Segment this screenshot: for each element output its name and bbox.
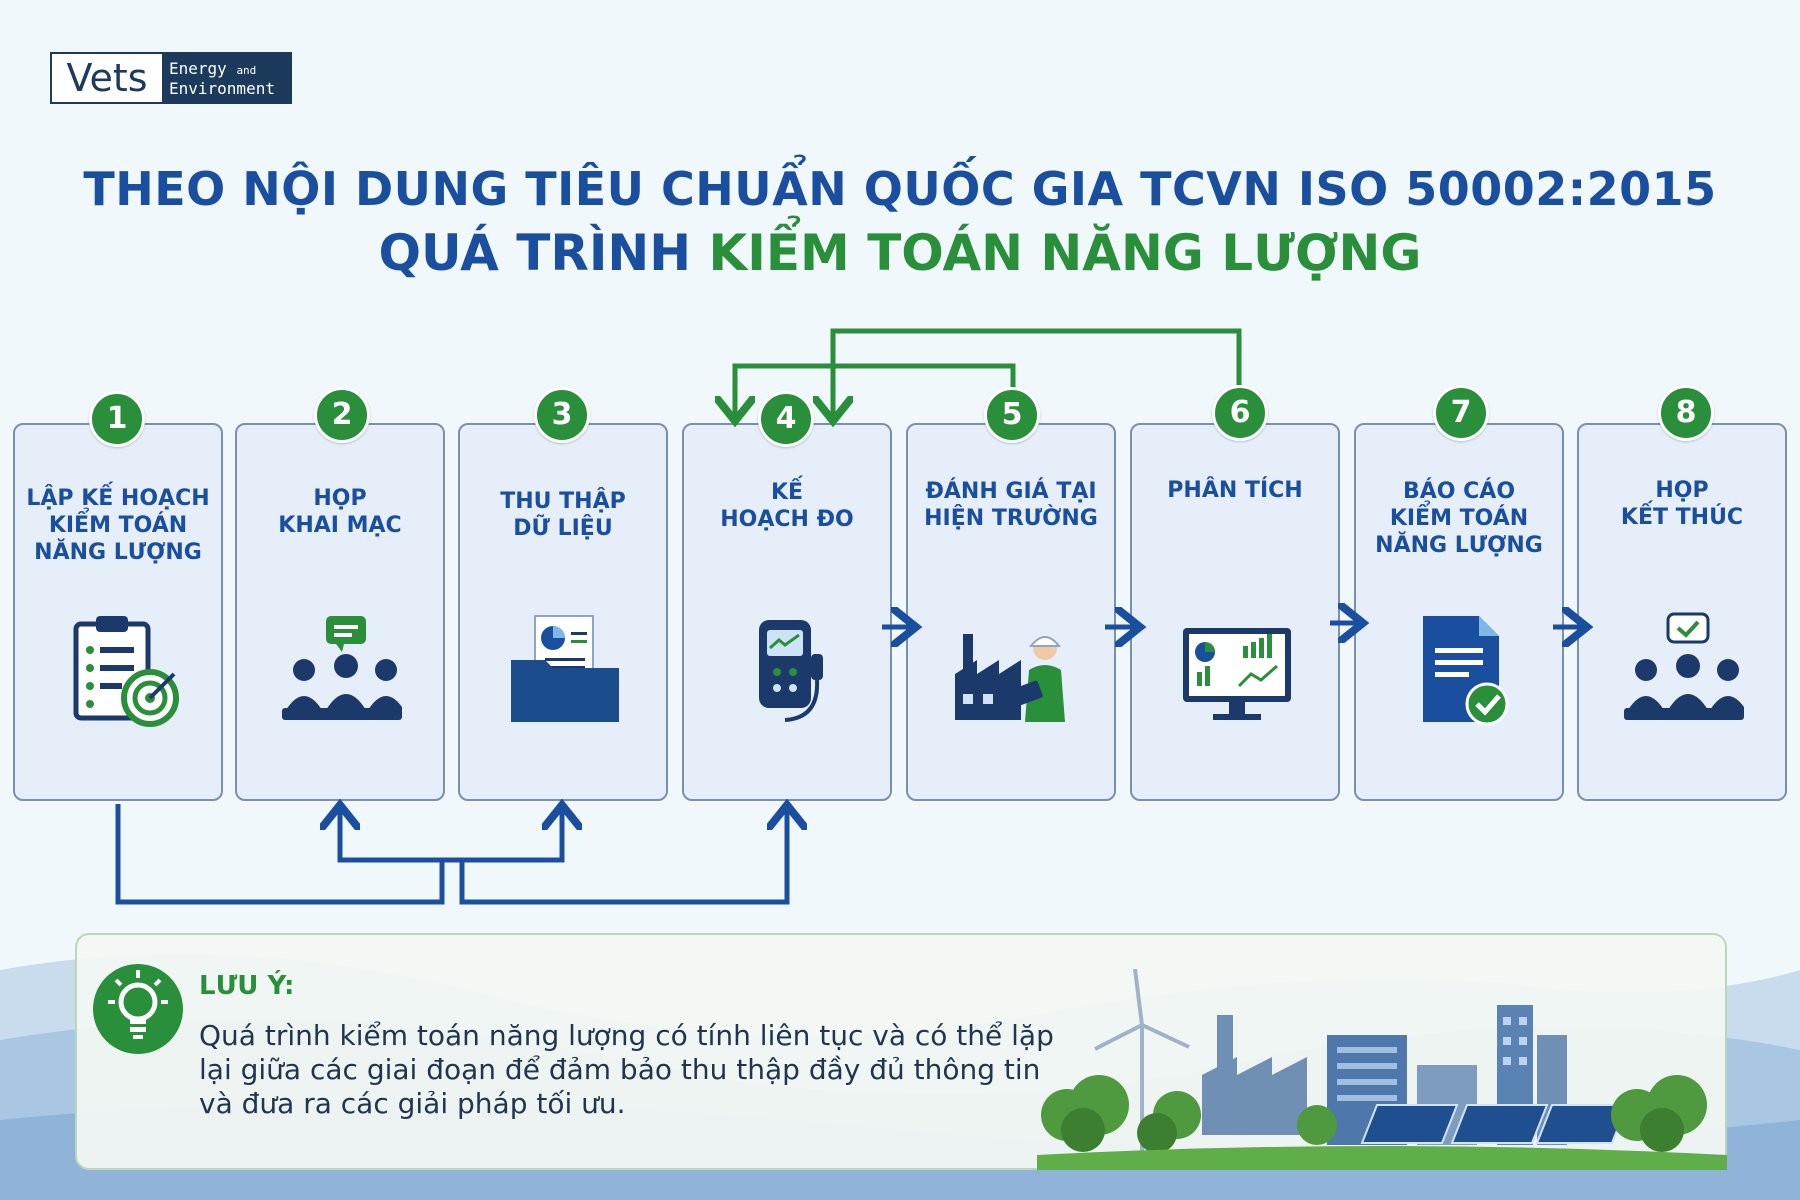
step-badge-3: 3 xyxy=(534,387,590,443)
logo-tag-energy: Energy xyxy=(169,59,227,78)
step-card-3: THU THẬP DỮ LIỆU xyxy=(458,423,668,801)
step-card-4: KẾ HOẠCH ĐO xyxy=(682,423,892,801)
step-badge-1: 1 xyxy=(89,391,145,447)
step-card-1: LẬP KẾ HOẠCH KIỂM TOÁN NĂNG LƯỢNG xyxy=(13,423,223,801)
step-label: THU THẬP DỮ LIỆU xyxy=(500,489,626,541)
measuring-meter-icon xyxy=(759,620,823,722)
step-label: ĐÁNH GIÁ TẠI HIỆN TRƯỜNG xyxy=(924,479,1098,531)
step-card-7: BÁO CÁO KIỂM TOÁN NĂNG LƯỢNG xyxy=(1354,423,1564,801)
note-box: LƯU Ý: Quá trình kiểm toán năng lượng có… xyxy=(75,933,1727,1170)
folder-documents-icon xyxy=(511,615,619,722)
step-badge-7: 7 xyxy=(1433,385,1489,441)
page-title-line1: THEO NỘI DUNG TIÊU CHUẨN QUỐC GIA TCVN I… xyxy=(83,162,1717,216)
step-card-8: HỌP KẾT THÚC xyxy=(1577,423,1787,801)
step-card-5: ĐÁNH GIÁ TẠI HIỆN TRƯỜNG xyxy=(906,423,1116,801)
lightbulb-icon xyxy=(93,964,183,1054)
step-card-6: PHÂN TÍCH xyxy=(1130,423,1340,801)
logo-word: Vets xyxy=(52,54,162,102)
closing-meeting-icon xyxy=(1624,612,1744,720)
step-label: BÁO CÁO KIỂM TOÁN NĂNG LƯỢNG xyxy=(1375,479,1543,558)
step-badge-2: 2 xyxy=(314,387,370,443)
green-city-illustration xyxy=(1037,968,1727,1170)
step-card-2: HỌP KHAI MẠC xyxy=(235,423,445,801)
title-prefix: QUÁ TRÌNH xyxy=(378,224,709,282)
analytics-monitor-icon xyxy=(1183,628,1291,720)
step-label: PHÂN TÍCH xyxy=(1167,478,1303,503)
step-label: KẾ HOẠCH ĐO xyxy=(720,480,854,532)
vets-logo: Vets Energy and Environment xyxy=(50,52,292,104)
factory-engineer-icon xyxy=(955,634,1065,722)
logo-tag-environment: Environment xyxy=(169,79,275,98)
step-badge-5: 5 xyxy=(984,387,1040,443)
step-badge-8: 8 xyxy=(1658,385,1714,441)
logo-tagline: Energy and Environment xyxy=(162,54,290,102)
report-check-icon xyxy=(1423,616,1509,726)
title-highlight: KIỂM TOÁN NĂNG LƯỢNG xyxy=(708,224,1422,282)
step-label: LẬP KẾ HOẠCH KIỂM TOÁN NĂNG LƯỢNG xyxy=(26,486,210,565)
page-title-line2: QUÁ TRÌNH KIỂM TOÁN NĂNG LƯỢNG xyxy=(0,224,1800,282)
step-label: HỌP KHAI MẠC xyxy=(278,486,402,538)
clipboard-target-icon xyxy=(73,616,179,727)
note-title: LƯU Ý: xyxy=(199,971,295,1001)
step-badge-4: 4 xyxy=(758,391,814,447)
step-badge-6: 6 xyxy=(1212,385,1268,441)
logo-tag-and: and xyxy=(236,64,257,77)
step-label: HỌP KẾT THÚC xyxy=(1620,478,1744,530)
note-text: Quá trình kiểm toán năng lượng có tính l… xyxy=(199,1019,1054,1120)
meeting-chat-icon xyxy=(282,616,402,720)
